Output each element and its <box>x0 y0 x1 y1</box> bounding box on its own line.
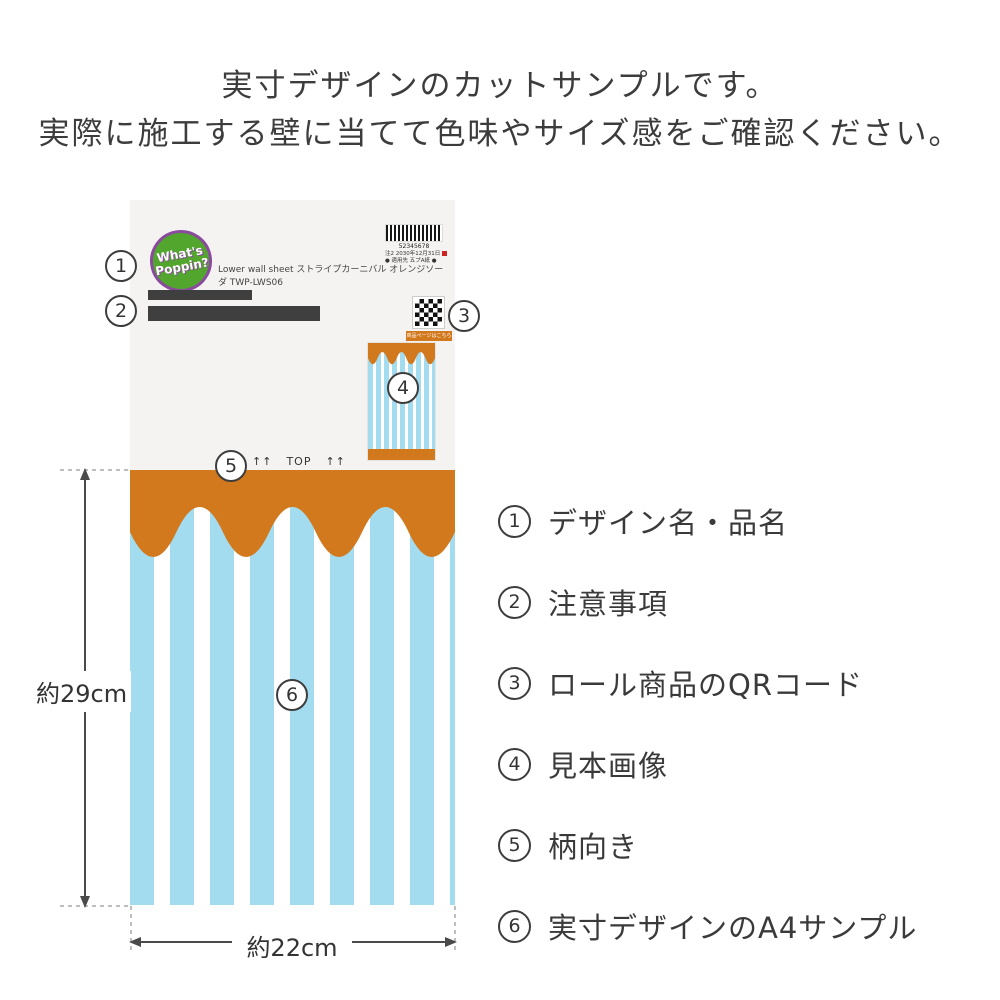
qr-code-caption: 商品ページはこちら <box>406 331 452 341</box>
callout-3: 3 <box>448 300 480 332</box>
legend-item-6: 6 実寸デザインのA4サンプル <box>498 905 917 947</box>
red-mark <box>442 251 448 256</box>
header-line-2: 実際に施工する壁に当てて色味やサイズ感をご確認ください。 <box>38 116 962 152</box>
height-dimension-label: 約29cm <box>32 671 132 712</box>
legend-num-2: 2 <box>498 585 531 619</box>
up-arrows-icon: ↑↑ <box>252 455 273 468</box>
legend-label-6: 実寸デザインのA4サンプル <box>548 911 918 945</box>
legend-item-4: 4 見本画像 <box>498 743 917 785</box>
brand-logo: What's Poppin? <box>145 225 217 297</box>
legend-label-1: デザイン名・品名 <box>548 506 789 540</box>
legend-label-5: 柄向き <box>548 830 639 864</box>
callout-6: 6 <box>276 679 308 711</box>
thumbnail-wave-border <box>368 343 435 365</box>
product-name: Lower wall sheet ストライプカーニバル オレンジソーダ TWP-… <box>218 265 444 288</box>
sample-wave-border <box>130 470 455 557</box>
legend-num-4: 4 <box>498 747 531 781</box>
width-dimension-label: 約22cm <box>232 926 352 965</box>
callout-2: 2 <box>105 295 137 327</box>
legend-num-1: 1 <box>498 504 531 538</box>
legend-num-6: 6 <box>498 909 531 943</box>
header-line-1: 実寸デザインのカットサンプルです。 <box>221 68 779 104</box>
legend-num-5: 5 <box>498 828 531 862</box>
sample-sheet-header: What's Poppin? Lower wall sheet ストライプカーニ… <box>130 200 455 470</box>
notice-redacted-bar-1 <box>148 290 252 300</box>
callout-5: 5 <box>215 450 247 482</box>
fine-print-line-2: ● 適用先 五プA紙 ● <box>385 258 437 265</box>
notice-redacted-bar-2 <box>148 306 320 321</box>
fine-print-line-1: 注2 2030年12月31日 <box>385 251 451 258</box>
thumbnail-bottom-band <box>368 449 435 460</box>
callout-4: 4 <box>387 372 419 404</box>
orientation-mark: ↑↑ TOP ↑↑ <box>252 455 346 468</box>
legend-label-2: 注意事項 <box>548 587 669 621</box>
legend-num-3: 3 <box>498 666 531 700</box>
barcode-number: 52345678 <box>398 243 430 250</box>
fine-print-notes: 注2 2030年12月31日 ● 適用先 五プA紙 ● <box>385 251 451 266</box>
legend-item-3: 3 ロール商品のQRコード <box>498 662 917 704</box>
barcode <box>385 224 443 242</box>
legend: 1 デザイン名・品名 2 注意事項 3 ロール商品のQRコード 4 見本画像 5… <box>498 500 917 947</box>
qr-code <box>413 297 444 328</box>
callout-1: 1 <box>105 250 137 282</box>
legend-item-5: 5 柄向き <box>498 824 917 866</box>
legend-label-4: 見本画像 <box>548 749 669 783</box>
legend-item-2: 2 注意事項 <box>498 581 917 623</box>
up-arrows-icon: ↑↑ <box>325 455 346 468</box>
legend-label-3: ロール商品のQRコード <box>548 668 863 702</box>
orientation-label: TOP <box>286 455 312 468</box>
legend-item-1: 1 デザイン名・品名 <box>498 500 917 542</box>
